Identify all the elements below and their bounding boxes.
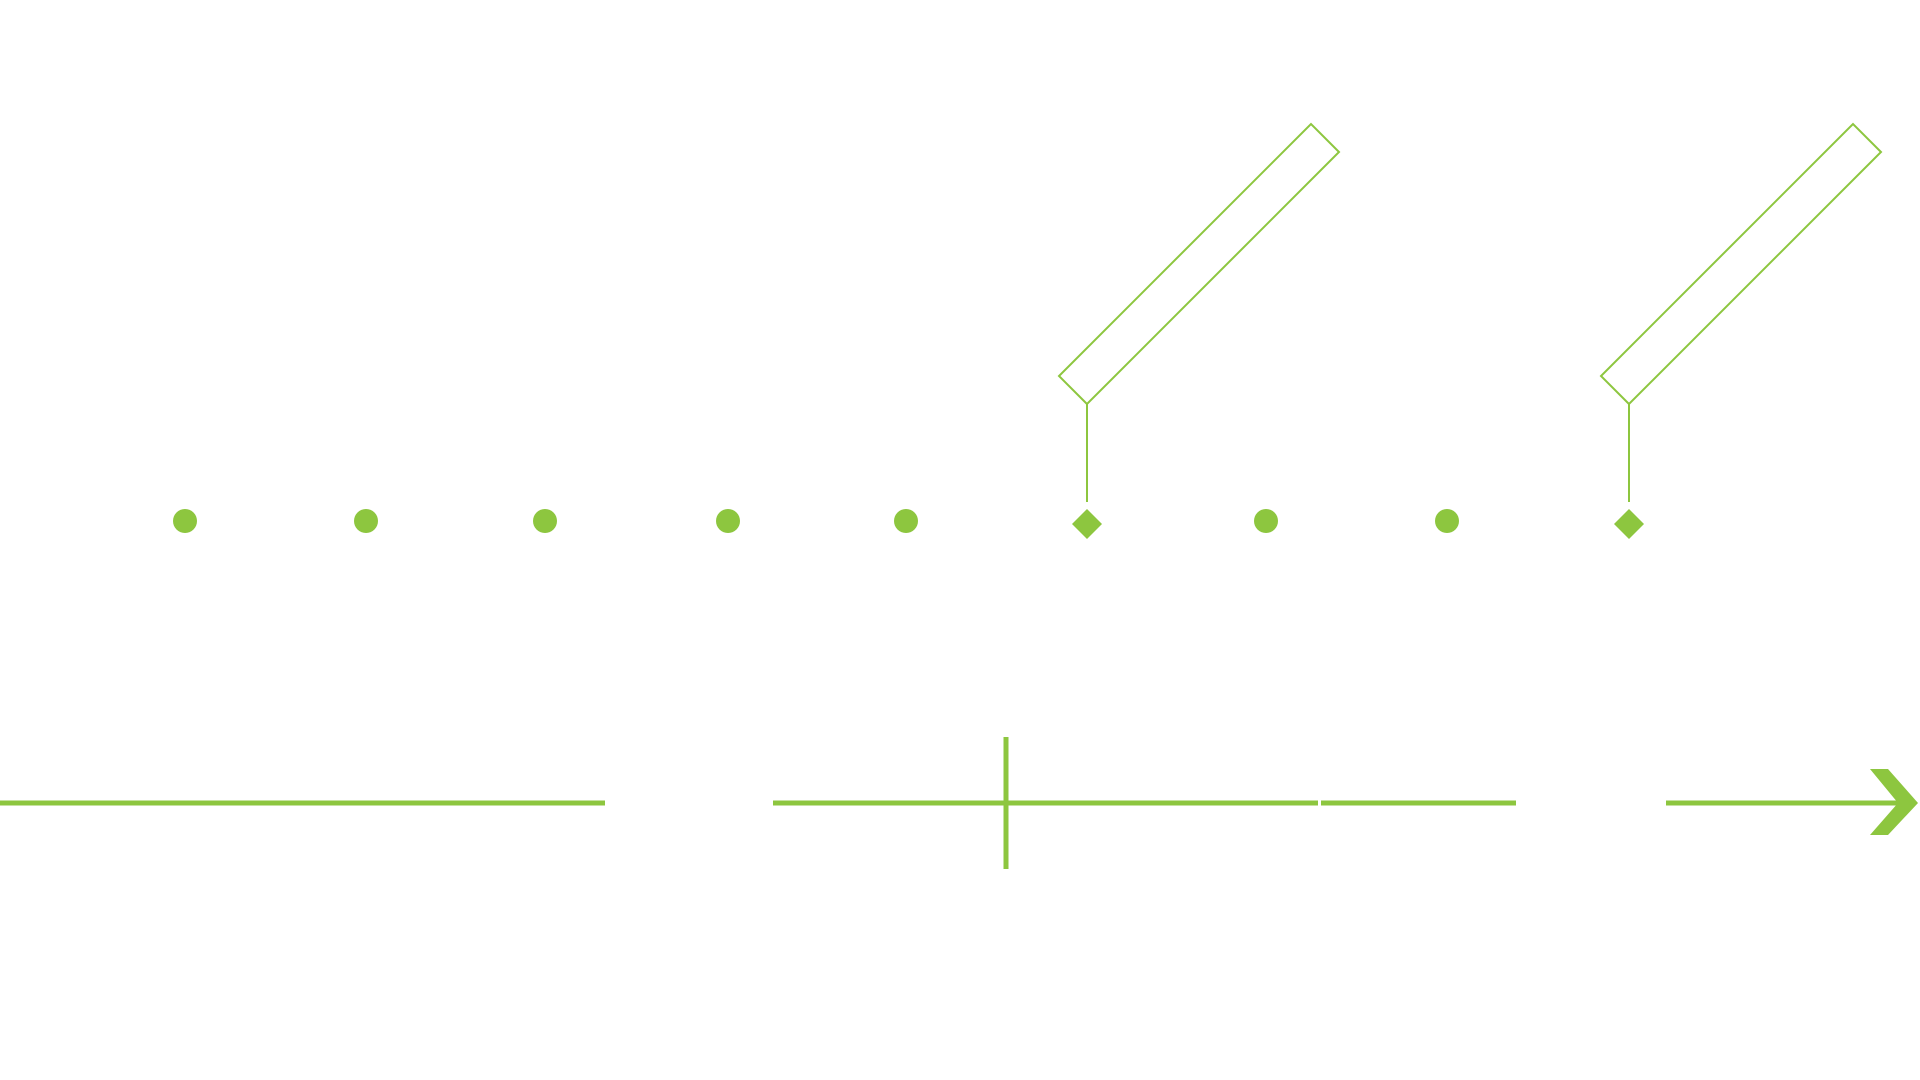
marker-diamond-6	[1072, 509, 1102, 539]
marker-dot-2	[354, 509, 378, 533]
marker-dot-7	[1254, 509, 1278, 533]
timeline-axis	[0, 737, 1918, 869]
callout-label-box-9	[1599, 122, 1883, 406]
marker-diamond-9	[1614, 509, 1644, 539]
callout-label-box-6	[1057, 122, 1341, 406]
marker-dot-4	[716, 509, 740, 533]
marker-dot-8	[1435, 509, 1459, 533]
marker-row	[173, 509, 1644, 539]
marker-dot-5	[894, 509, 918, 533]
marker-dot-3	[533, 509, 557, 533]
callout-group	[1057, 122, 1883, 502]
marker-dot-1	[173, 509, 197, 533]
chevron-right-icon	[1870, 769, 1918, 835]
